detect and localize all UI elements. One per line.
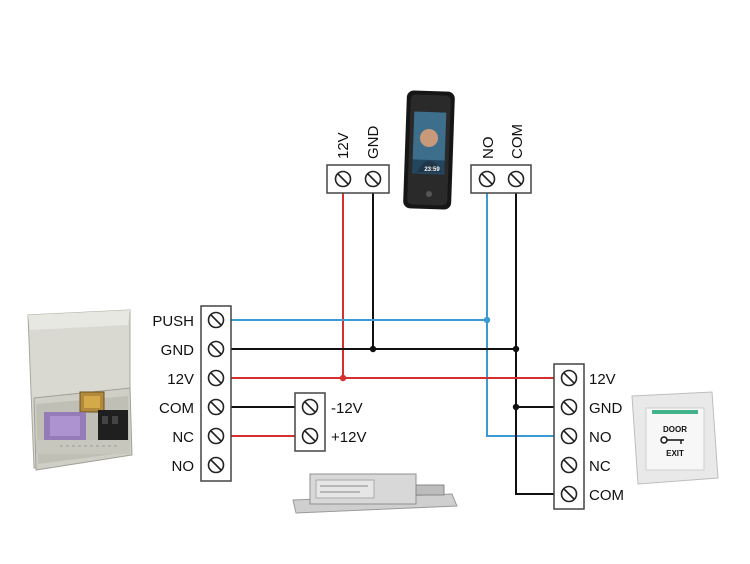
ps-label-nc: NC xyxy=(172,429,194,446)
screw-terminal-icon xyxy=(560,427,578,445)
junction-push-no xyxy=(483,316,491,324)
screw-terminal-icon xyxy=(301,427,319,445)
screw-terminal-icon xyxy=(207,456,225,474)
exit-label-gnd: GND xyxy=(589,400,623,417)
top-right-label-no: NO xyxy=(480,137,497,160)
top-left-terminal-block: 12V GND xyxy=(326,126,390,194)
ps-label-12v: 12V xyxy=(167,371,194,388)
lock-label-plus-12v: +12V xyxy=(331,429,366,446)
ps-label-push: PUSH xyxy=(152,313,194,330)
electric-bolt-lock-icon xyxy=(292,473,458,514)
exit-label-12v: 12V xyxy=(589,371,616,388)
screw-terminal-icon xyxy=(364,170,382,188)
top-right-terminal-block: NO COM xyxy=(470,124,532,194)
lock-terminal-block: -12V +12V xyxy=(294,392,366,452)
screw-terminal-icon xyxy=(207,398,225,416)
power-supply-box-icon xyxy=(27,309,133,471)
junction-gnd xyxy=(369,345,377,353)
exit-label-nc: NC xyxy=(589,458,611,475)
wire-junctions xyxy=(339,316,520,411)
lock-label-minus-12v: -12V xyxy=(331,400,363,417)
exit-button-line2: EXIT xyxy=(666,449,684,458)
exit-button-line1: DOOR xyxy=(663,425,687,434)
door-exit-button-icon: DOOR EXIT xyxy=(631,391,719,485)
screw-terminal-icon xyxy=(560,398,578,416)
junction-gnd-com xyxy=(512,345,520,353)
exit-label-no: NO xyxy=(589,429,612,446)
screw-terminal-icon xyxy=(478,170,496,188)
exit-label-com: COM xyxy=(589,487,624,504)
wires xyxy=(216,187,569,495)
screw-terminal-icon xyxy=(334,170,352,188)
face-recognition-reader-icon: 23:59 xyxy=(403,90,455,210)
top-right-label-com: COM xyxy=(509,124,526,159)
top-left-label-12v: 12V xyxy=(335,132,352,159)
junction-12v xyxy=(339,374,347,382)
power-supply-terminal-block: PUSH GND 12V COM NC NO xyxy=(152,305,232,482)
screw-terminal-icon xyxy=(207,311,225,329)
reader-time: 23:59 xyxy=(424,167,440,173)
exit-button-terminal-block: 12V GND NO NC COM xyxy=(553,363,624,510)
ps-label-com: COM xyxy=(159,400,194,417)
screw-terminal-icon xyxy=(207,340,225,358)
screw-terminal-icon xyxy=(560,456,578,474)
top-left-label-gnd: GND xyxy=(365,126,382,160)
wire-no-reader xyxy=(486,187,569,437)
screw-terminal-icon xyxy=(207,369,225,387)
screw-terminal-icon xyxy=(560,485,578,503)
screw-terminal-icon xyxy=(560,369,578,387)
screw-terminal-icon xyxy=(207,427,225,445)
screw-terminal-icon xyxy=(507,170,525,188)
screw-terminal-icon xyxy=(301,398,319,416)
wire-com-reader xyxy=(515,187,569,495)
junction-com-gnd xyxy=(512,403,520,411)
ps-label-gnd: GND xyxy=(161,342,195,359)
ps-label-no: NO xyxy=(172,458,195,475)
